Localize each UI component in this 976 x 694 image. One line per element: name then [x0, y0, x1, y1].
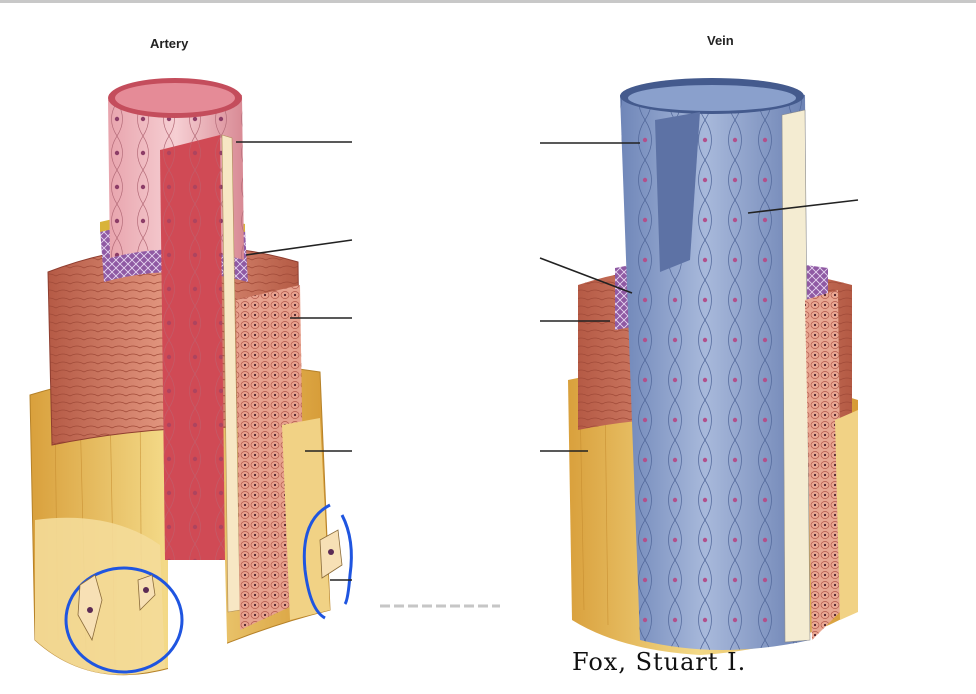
- artery-leader-lines: [236, 141, 353, 581]
- vein-leader-lines: [539, 142, 859, 452]
- vein-illustration: [568, 78, 858, 655]
- credit-text-cut: [572, 680, 872, 694]
- top-border: [0, 0, 976, 3]
- annotation-circle: [64, 566, 184, 674]
- artery-illustration: [29, 78, 500, 680]
- vein-title: Vein: [707, 33, 734, 48]
- artery-title: Artery: [150, 36, 189, 51]
- credit-text: Fox, Stuart I.: [572, 648, 747, 676]
